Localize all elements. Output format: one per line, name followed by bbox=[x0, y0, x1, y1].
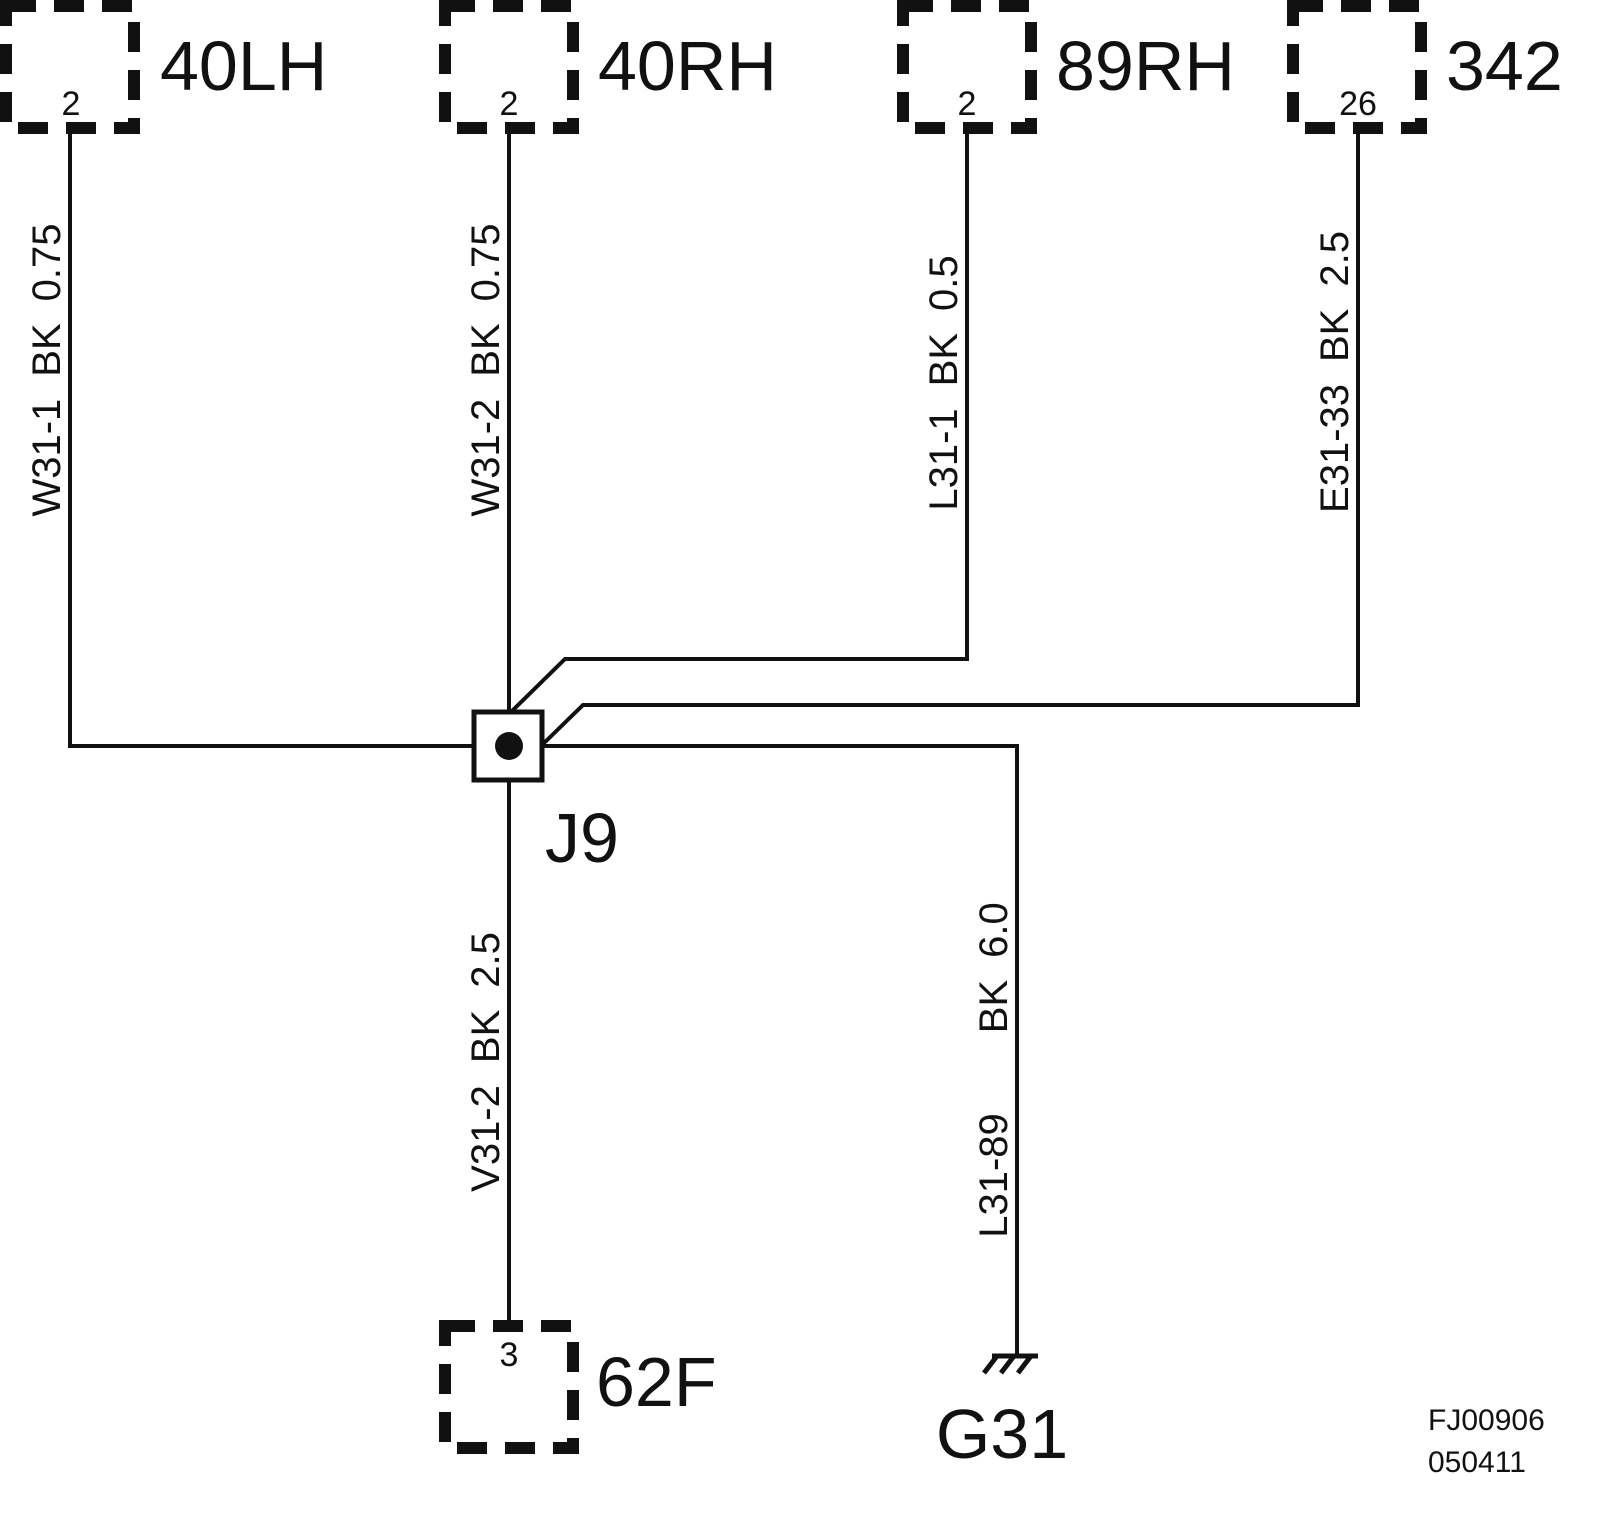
connector-342[interactable]: 26 342 bbox=[1287, 0, 1563, 134]
wire-W31-1[interactable] bbox=[68, 130, 474, 748]
wire-label-W31-1: W31-1BK0.75 bbox=[25, 223, 69, 516]
connector-40RH[interactable]: 2 40RH bbox=[439, 0, 777, 134]
connector-89RH-box bbox=[897, 0, 1037, 134]
connector-40LH-label: 40LH bbox=[160, 27, 327, 105]
connector-62F-pin: 3 bbox=[500, 1336, 519, 1374]
ground-G31[interactable]: G31 bbox=[936, 1353, 1068, 1473]
figure-ref-line1: FJ00906 bbox=[1428, 1404, 1545, 1437]
ground-symbol-icon bbox=[982, 1353, 1038, 1375]
ground-label: G31 bbox=[936, 1395, 1068, 1473]
figure-ref-line2: 050411 bbox=[1428, 1446, 1526, 1479]
connector-40RH-pin: 2 bbox=[500, 85, 519, 123]
connector-40LH[interactable]: 2 40LH bbox=[0, 0, 327, 134]
wire-label-L31-1: L31-1BK0.5 bbox=[922, 255, 966, 510]
splice-label: J9 bbox=[545, 799, 619, 877]
connector-342-box bbox=[1287, 0, 1427, 134]
wire-label-V31-2: V31-2BK2.5 bbox=[464, 932, 508, 1192]
splice-J9[interactable]: J9 bbox=[471, 709, 619, 877]
splice-box bbox=[471, 709, 545, 783]
wire-E31-33[interactable] bbox=[539, 130, 1360, 748]
connector-342-label: 342 bbox=[1446, 27, 1563, 105]
connector-40RH-label: 40RH bbox=[598, 27, 777, 105]
wire-label-L31-89: L31-89BK6.0 bbox=[972, 902, 1016, 1238]
connector-62F-label: 62F bbox=[596, 1343, 717, 1421]
connector-89RH-label: 89RH bbox=[1056, 27, 1235, 105]
connector-89RH[interactable]: 2 89RH bbox=[897, 0, 1235, 134]
connector-40LH-pin: 2 bbox=[62, 85, 81, 123]
connector-40LH-box bbox=[0, 0, 140, 134]
connector-62F[interactable]: 3 62F bbox=[439, 1320, 717, 1454]
connector-342-pin: 26 bbox=[1339, 85, 1377, 123]
wire-L31-89[interactable] bbox=[541, 744, 1019, 1354]
splice-junction-icon bbox=[495, 732, 523, 760]
connector-40RH-box bbox=[439, 0, 579, 134]
wire-label-W31-2: W31-2BK0.75 bbox=[464, 223, 508, 516]
connector-89RH-pin: 2 bbox=[958, 85, 977, 123]
wire-label-E31-33: E31-33BK2.5 bbox=[1313, 231, 1357, 513]
wire-L31-1[interactable] bbox=[507, 130, 969, 716]
